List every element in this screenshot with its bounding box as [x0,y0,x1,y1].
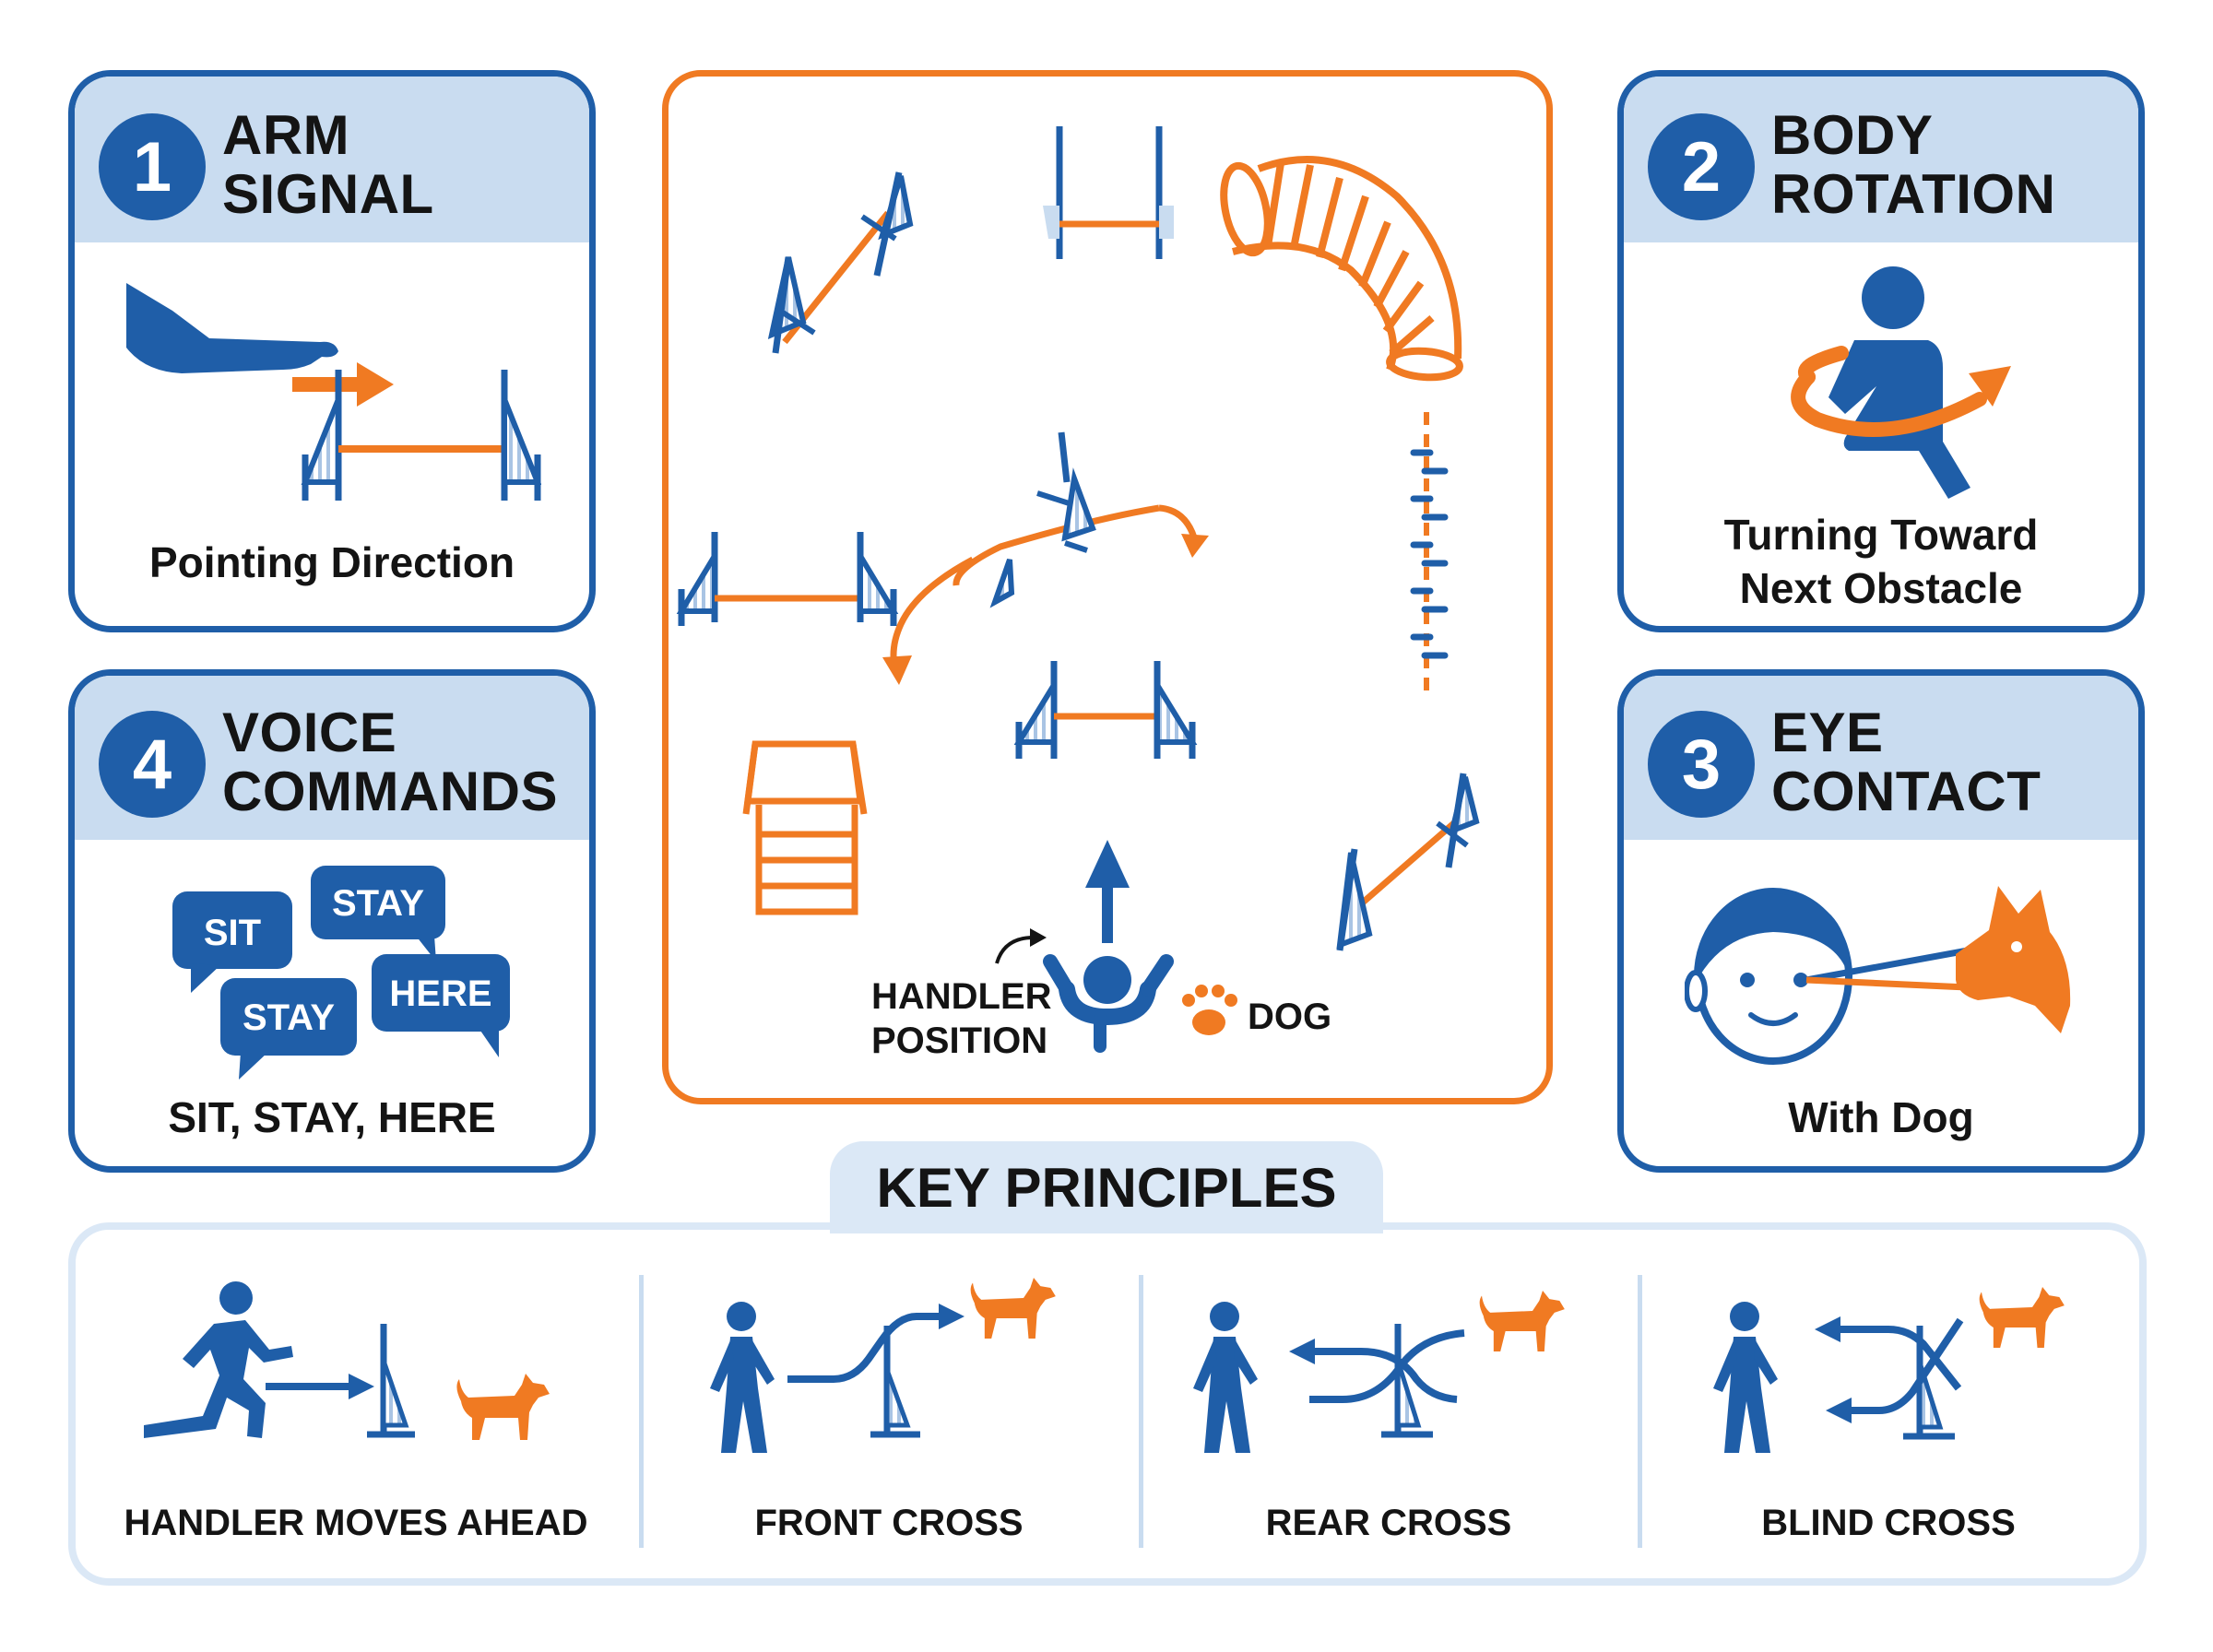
step-number-badge: 2 [1648,113,1755,220]
paw-icon [1182,985,1237,1035]
handler-label-line-2: POSITION [871,1021,1048,1061]
card-caption: SIT, STAY, HERE [168,1093,496,1141]
body-rotation-card: 2 BODY ROTATION Turning Toward Next Obst… [1617,70,2145,632]
principle-label: FRONT CROSS [754,1503,1024,1543]
title-line-1: BODY [1771,104,1934,166]
card-caption: Turning Toward Next Obstacle [1624,508,2138,615]
bubble-text: STAY [332,883,424,924]
divider [1139,1275,1143,1548]
caption-line-1: Turning Toward [1723,511,2039,559]
speech-bubble: HERE [372,954,510,1057]
arm-signal-card: 1 ARM SIGNAL Pointing Direction [68,70,596,632]
principle-handler-moves-ahead: HANDLER MOVES AHEAD [107,1241,605,1565]
jump-icon [1013,661,1198,759]
divider [639,1275,644,1548]
card-title: BODY ROTATION [1771,106,2055,224]
divider [1638,1275,1642,1548]
voice-commands-header: 4 VOICE COMMANDS [75,676,589,840]
card-caption: With Dog [1788,1093,1974,1141]
rotating-person-icon [1791,266,2011,499]
key-principles-panel [68,1222,2147,1586]
card-caption: Pointing Direction [148,538,515,586]
handler-position-label: HANDLER POSITION [871,974,1052,1063]
a-frame-icon [742,740,868,915]
principle-label: HANDLER MOVES AHEAD [124,1503,588,1543]
caption-line-2: Next Obstacle [1739,564,2023,612]
running-handler-icon [144,1281,550,1440]
agility-course-map: HANDLER POSITION DOG [662,70,1553,1104]
step-number-badge: 4 [99,711,206,818]
dog-label: DOG [1248,997,1332,1037]
key-principles-title: KEY PRINCIPLES [830,1141,1383,1233]
title-line-1: EYE [1771,702,1884,763]
eye-contact-header: 3 EYE CONTACT [1624,676,2138,840]
handler-label-line-1: HANDLER [871,976,1052,1017]
center-teeter-icon [882,431,1209,685]
principle-label: REAR CROSS [1265,1503,1512,1543]
principle-label: BLIND CROSS [1761,1503,2016,1543]
tunnel-icon [1220,156,1463,382]
bubble-text: STAY [243,997,335,1038]
card-title: ARM SIGNAL [222,106,434,224]
body-rotation-header: 2 BODY ROTATION [1624,77,2138,242]
rear-cross-icon [1193,1291,1565,1453]
bubble-text: HERE [389,974,491,1014]
title-line-1: VOICE [222,702,397,763]
principle-rear-cross: REAR CROSS [1140,1241,1638,1565]
speech-bubbles-icon: SIT STAY STAY HERE [172,866,510,1080]
handler-icon [995,840,1174,1053]
card-title: EYE CONTACT [1771,703,2041,821]
jump-icon [676,532,899,626]
face-dog-gaze-icon [1685,886,2071,1065]
voice-commands-card: 4 VOICE COMMANDS SIT STAY STAY HERE SIT,… [68,669,596,1173]
title-line-2: ROTATION [1771,163,2056,225]
title-line-1: ARM [222,104,350,166]
bubble-text: SIT [204,913,261,953]
step-number-badge: 1 [99,113,206,220]
course-layout [676,126,1480,1053]
principle-blind-cross: BLIND CROSS [1639,1241,2137,1565]
eye-contact-card: 3 EYE CONTACT With Dog [1617,669,2145,1173]
blind-cross-icon [1713,1287,2065,1453]
title-line-2: COMMANDS [222,761,558,822]
step-number-badge: 3 [1648,711,1755,818]
title-line-2: SIGNAL [222,163,434,225]
title-line-2: CONTACT [1771,761,2041,822]
teeter-icon [767,171,914,354]
speech-bubble: SIT [172,891,292,993]
principle-front-cross: FRONT CROSS [640,1241,1138,1565]
pointing-arm-icon [126,283,541,501]
speech-bubble: STAY [220,978,357,1080]
speech-bubble: STAY [311,866,445,962]
arm-signal-header: 1 ARM SIGNAL [75,77,589,242]
jump-icon [1043,126,1174,259]
weave-poles-icon [1410,412,1449,694]
card-title: VOICE COMMANDS [222,703,558,821]
teeter-icon [1336,773,1480,951]
front-cross-icon [710,1278,1056,1453]
